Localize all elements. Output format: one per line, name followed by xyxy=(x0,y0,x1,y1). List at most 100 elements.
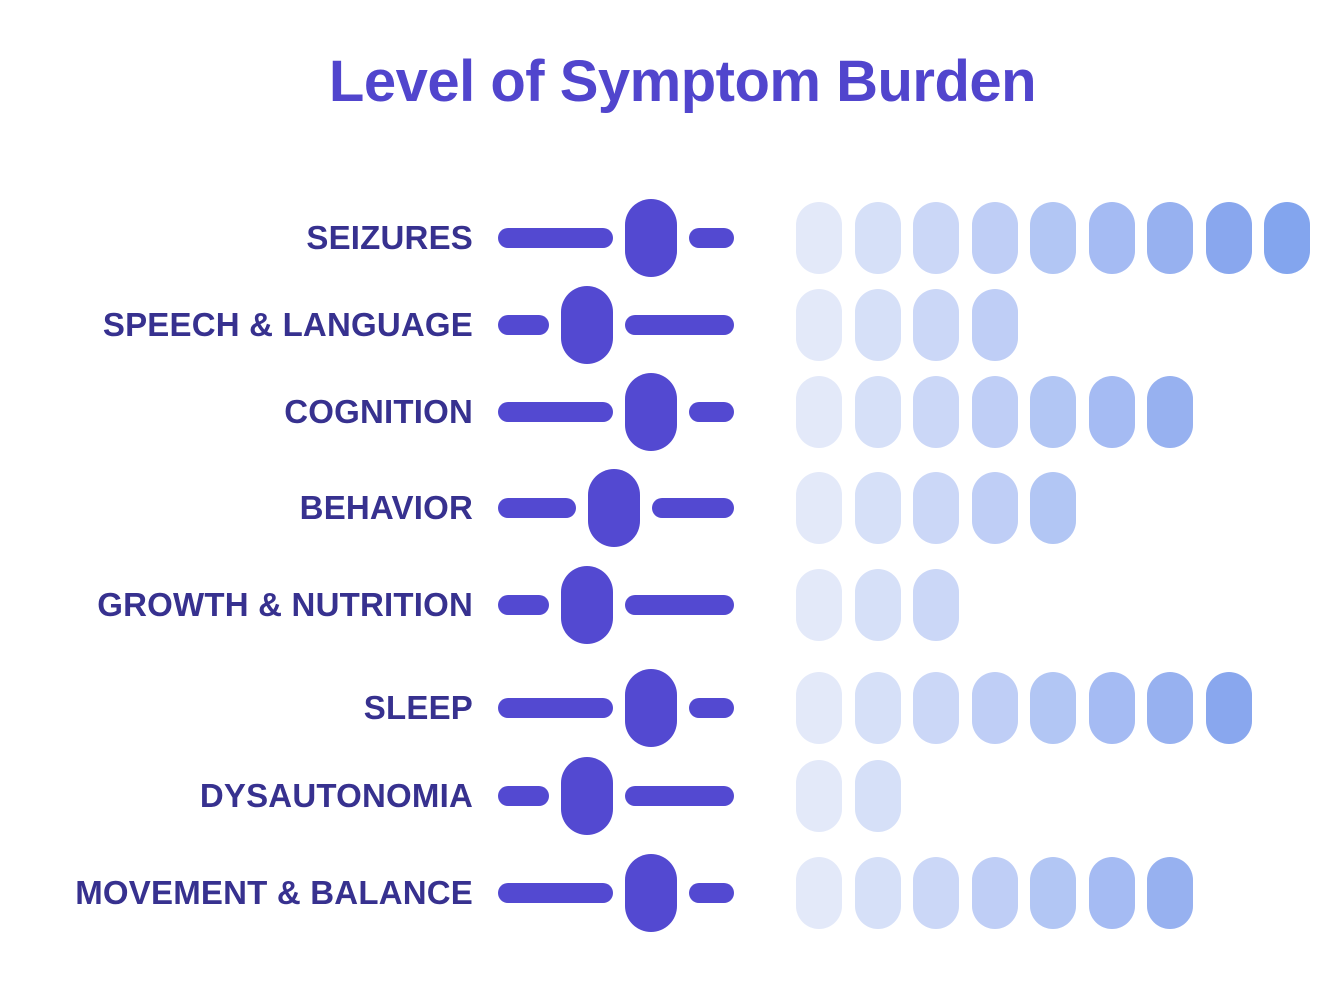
category-label: GROWTH & NUTRITION xyxy=(97,586,473,623)
burden-level-bar xyxy=(796,672,1252,744)
burden-level-bar xyxy=(796,472,1076,544)
burden-level-bar xyxy=(796,760,901,832)
burden-level-pill xyxy=(796,760,842,832)
symptom-row: MOVEMENT & BALANCE xyxy=(0,848,1335,938)
slider-track-left xyxy=(498,315,549,335)
burden-level-pill xyxy=(1147,857,1193,929)
slider-track-right xyxy=(652,498,734,518)
symptom-row: BEHAVIOR xyxy=(0,463,1335,553)
slider-track-left xyxy=(498,786,549,806)
burden-level-pill xyxy=(1205,672,1252,744)
burden-level-pill xyxy=(796,857,842,929)
burden-level-pill xyxy=(796,289,842,361)
burden-level-pill xyxy=(854,760,901,832)
burden-level-pill xyxy=(854,472,901,544)
slider-track-left xyxy=(498,698,613,718)
category-label: SEIZURES xyxy=(306,219,473,256)
burden-slider xyxy=(498,668,734,748)
burden-slider xyxy=(498,285,734,365)
burden-level-pill xyxy=(1147,376,1193,448)
category-label: SPEECH & LANGUAGE xyxy=(102,306,473,343)
burden-level-pill xyxy=(913,857,959,929)
burden-slider xyxy=(498,853,734,933)
burden-level-bar xyxy=(796,289,1018,361)
burden-slider xyxy=(498,372,734,452)
burden-level-pill xyxy=(1088,672,1135,744)
slider-knob xyxy=(624,854,677,932)
burden-level-pill xyxy=(913,672,959,744)
burden-level-pill xyxy=(1147,202,1193,274)
burden-level-pill xyxy=(854,569,901,641)
burden-level-pill xyxy=(1088,376,1135,448)
burden-level-pill xyxy=(854,202,901,274)
burden-slider xyxy=(498,565,734,645)
burden-level-bar xyxy=(796,376,1193,448)
burden-level-pill xyxy=(854,672,901,744)
symptom-row: GROWTH & NUTRITION xyxy=(0,560,1335,650)
burden-level-pill xyxy=(1264,202,1310,274)
chart-title: Level of Symptom Burden xyxy=(328,49,1037,114)
burden-level-pill xyxy=(1030,376,1076,448)
burden-level-pill xyxy=(971,857,1018,929)
burden-level-pill xyxy=(913,472,959,544)
burden-level-pill xyxy=(854,857,901,929)
slider-knob xyxy=(560,566,613,644)
slider-track-left xyxy=(498,595,549,615)
slider-track-left xyxy=(498,883,613,903)
burden-slider xyxy=(498,756,734,836)
slider-knob xyxy=(624,669,677,747)
burden-level-pill xyxy=(913,289,959,361)
burden-level-pill xyxy=(796,376,842,448)
burden-level-pill xyxy=(971,202,1018,274)
burden-level-pill xyxy=(854,289,901,361)
symptom-row: SEIZURES xyxy=(0,193,1335,283)
symptom-row: COGNITION xyxy=(0,367,1335,457)
burden-level-pill xyxy=(1147,672,1193,744)
slider-track-left xyxy=(498,402,613,422)
burden-slider xyxy=(498,468,734,548)
burden-level-pill xyxy=(913,202,959,274)
burden-level-pill xyxy=(1205,202,1252,274)
burden-level-pill xyxy=(971,672,1018,744)
burden-level-pill xyxy=(1030,857,1076,929)
burden-level-pill xyxy=(1030,672,1076,744)
category-label: SLEEP xyxy=(363,689,473,726)
slider-track-left xyxy=(498,228,613,248)
slider-knob xyxy=(588,469,641,547)
burden-level-bar xyxy=(796,569,959,641)
burden-level-pill xyxy=(1030,472,1076,544)
slider-knob xyxy=(624,199,677,277)
burden-slider xyxy=(498,198,734,278)
slider-track-right xyxy=(624,786,734,806)
burden-level-pill xyxy=(971,289,1018,361)
slider-track-right xyxy=(688,883,734,903)
burden-level-bar xyxy=(796,202,1310,274)
slider-track-right xyxy=(688,228,734,248)
symptom-row: SPEECH & LANGUAGE xyxy=(0,280,1335,370)
burden-level-pill xyxy=(971,376,1018,448)
burden-level-pill xyxy=(796,672,842,744)
burden-level-pill xyxy=(971,472,1018,544)
burden-level-pill xyxy=(1088,857,1135,929)
burden-level-bar xyxy=(796,857,1193,929)
burden-level-pill xyxy=(796,202,842,274)
burden-level-pill xyxy=(1030,202,1076,274)
category-label: COGNITION xyxy=(284,393,473,430)
slider-track-left xyxy=(498,498,577,518)
symptom-row: SLEEP xyxy=(0,663,1335,753)
slider-track-right xyxy=(688,698,734,718)
category-label: BEHAVIOR xyxy=(299,489,473,526)
slider-knob xyxy=(560,757,613,835)
burden-level-pill xyxy=(796,569,842,641)
symptom-row: DYSAUTONOMIA xyxy=(0,751,1335,841)
slider-track-right xyxy=(624,595,734,615)
slider-track-right xyxy=(688,402,734,422)
burden-level-pill xyxy=(796,472,842,544)
burden-level-pill xyxy=(1088,202,1135,274)
slider-track-right xyxy=(624,315,734,335)
burden-level-pill xyxy=(913,569,959,641)
burden-level-pill xyxy=(913,376,959,448)
category-label: DYSAUTONOMIA xyxy=(199,777,473,814)
slider-knob xyxy=(624,373,677,451)
